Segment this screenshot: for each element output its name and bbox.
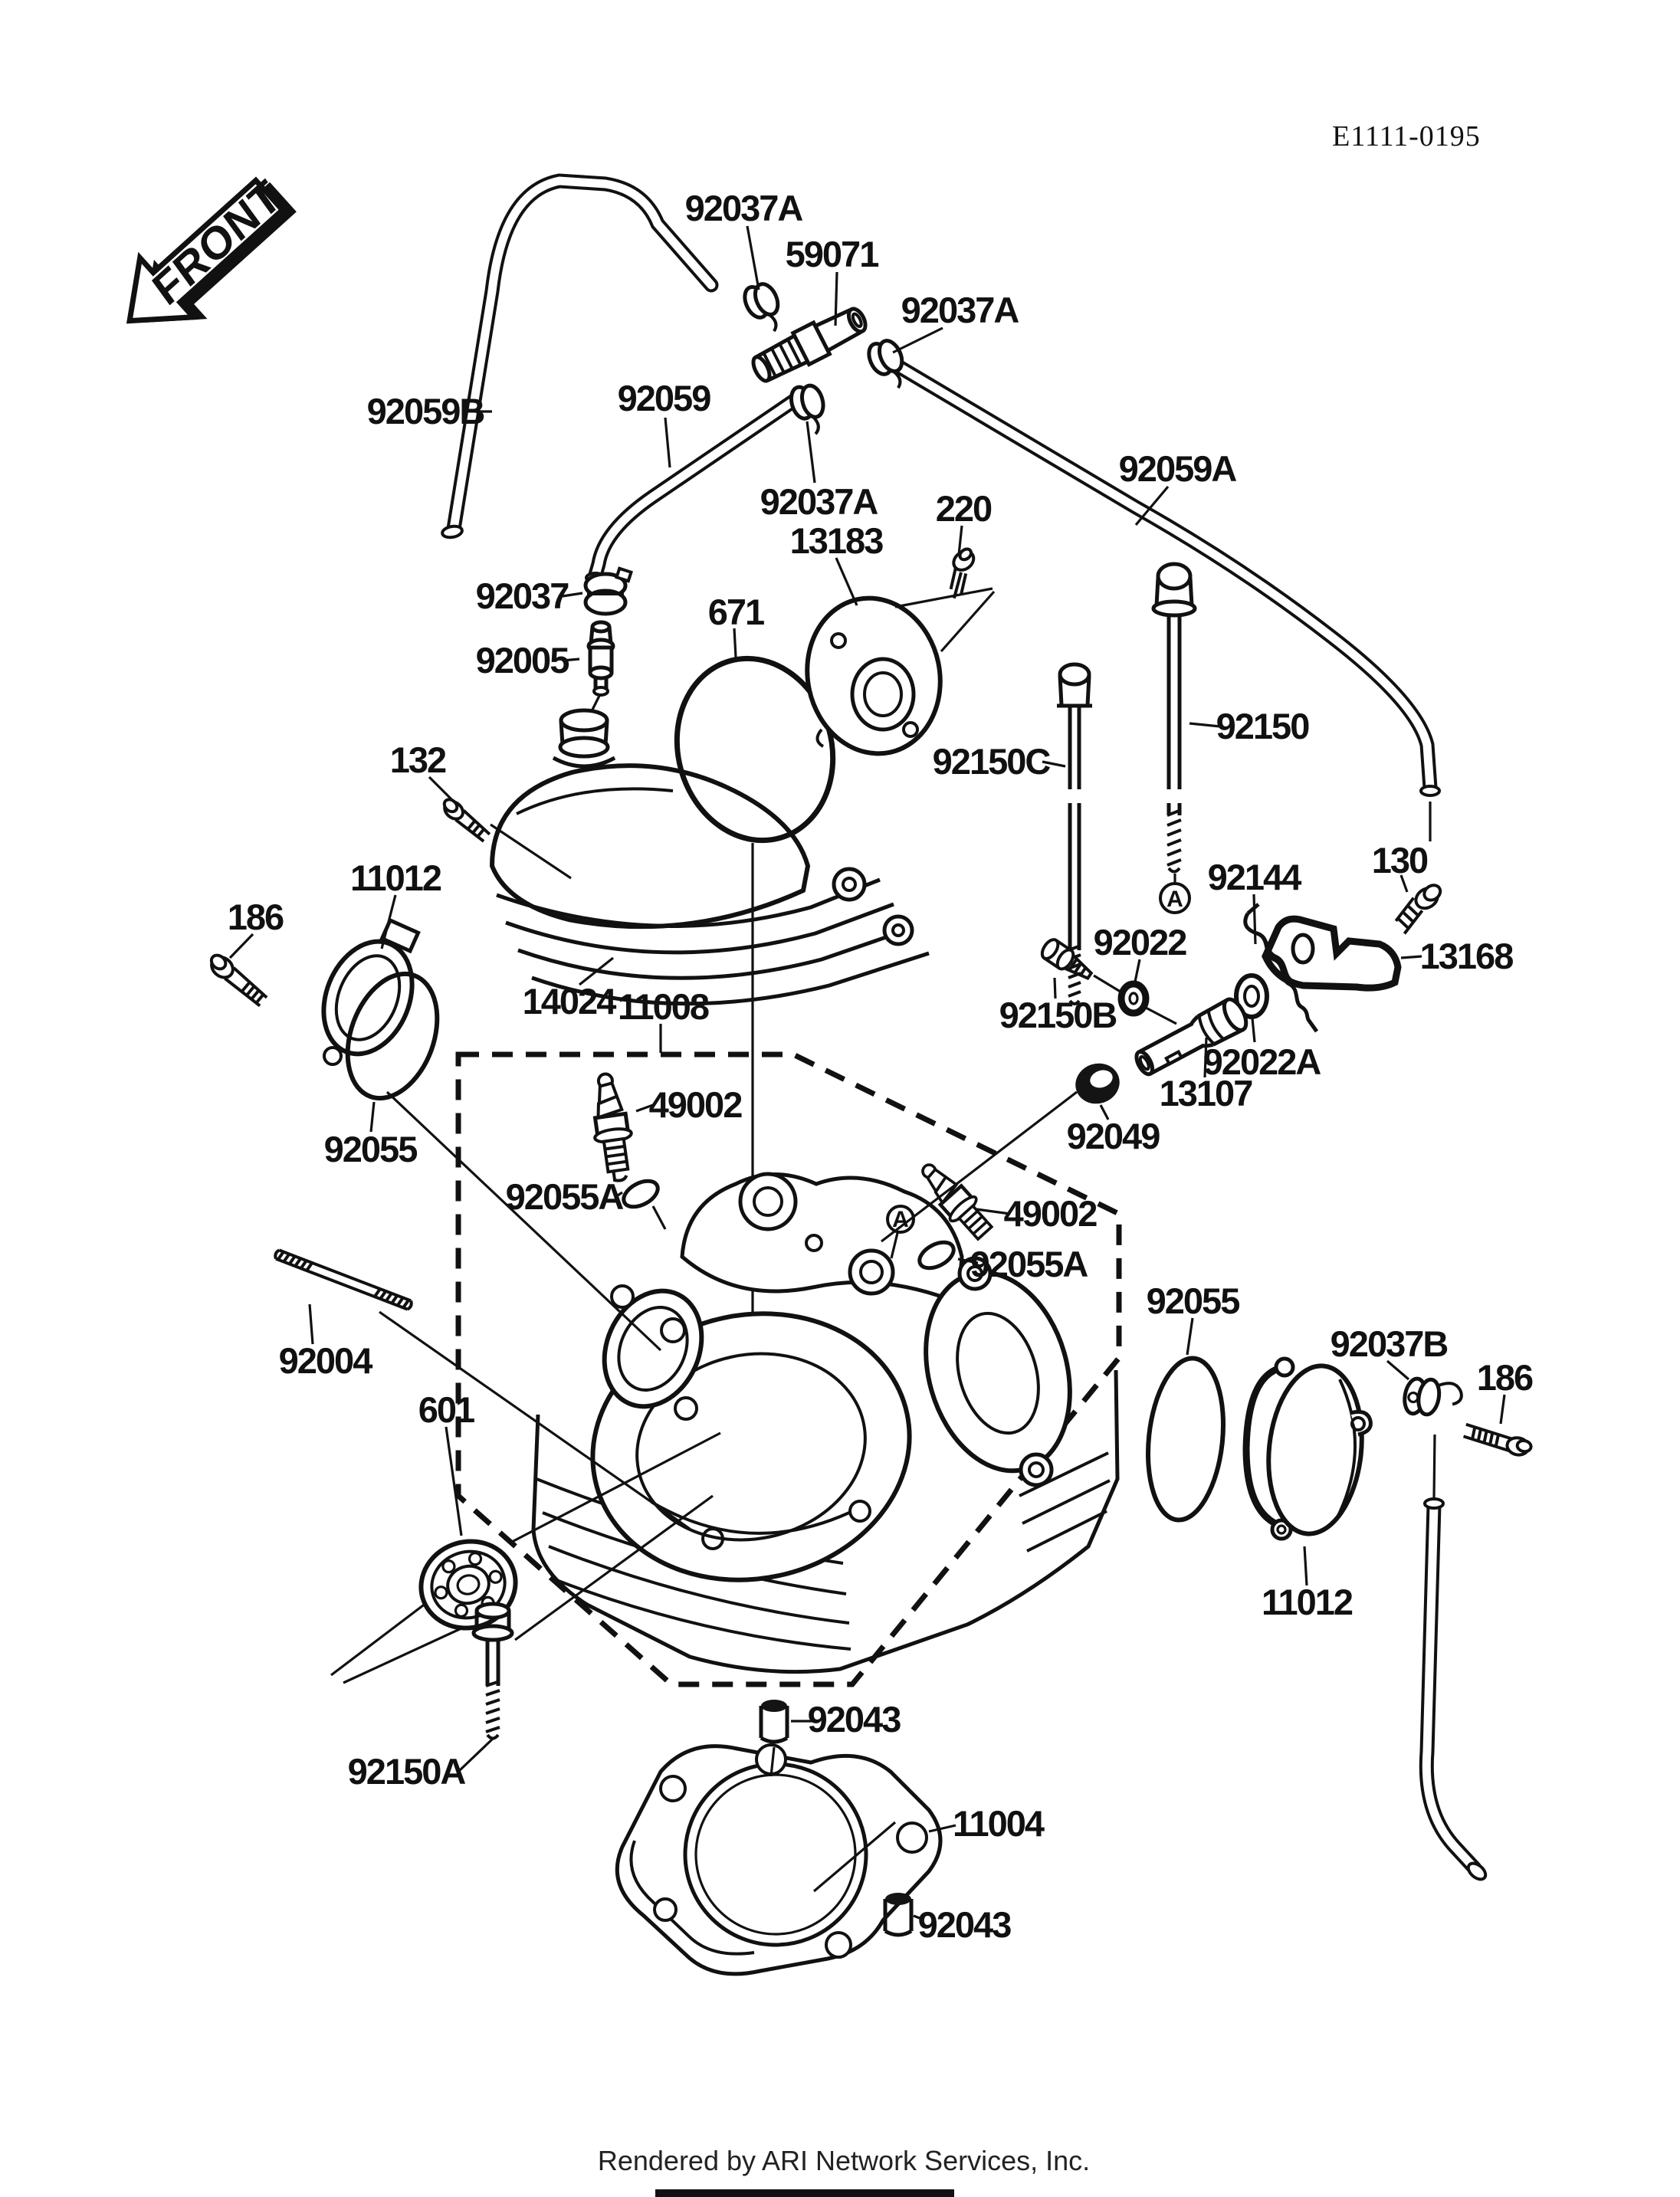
part-label-13183: 13183 <box>790 520 884 561</box>
part-label-49002-2: 49002 <box>1004 1193 1098 1234</box>
part-label-59071: 59071 <box>786 234 879 274</box>
part-label-49002-1: 49002 <box>649 1084 743 1125</box>
valve-cover-assembly <box>489 708 930 1006</box>
part-label-671: 671 <box>708 592 764 632</box>
part-label-601: 601 <box>418 1389 474 1430</box>
part-label-14024: 14024 <box>523 981 617 1021</box>
part-label-92150C: 92150C <box>933 741 1051 782</box>
part-label-11012-left: 11012 <box>350 857 441 898</box>
spark-plug-49002-1 <box>592 1072 633 1182</box>
part-label-11012-right: 11012 <box>1262 1582 1353 1622</box>
stud-92150C <box>1057 662 1092 1005</box>
part-label-92004: 92004 <box>279 1340 373 1381</box>
part-label-92150A: 92150A <box>348 1751 466 1792</box>
head-gasket-11004 <box>615 1743 943 1976</box>
part-label-92144: 92144 <box>1208 857 1302 897</box>
part-label-186-right: 186 <box>1477 1357 1533 1398</box>
washer-92022 <box>1117 980 1150 1017</box>
part-label-92037A-1: 92037A <box>685 188 803 228</box>
hose-clamp-92037A-3 <box>789 383 825 435</box>
part-label-92059A: 92059A <box>1119 448 1237 489</box>
seal-92049 <box>1075 1063 1120 1104</box>
part-label-92059: 92059 <box>618 378 711 418</box>
o-ring-92055-left <box>345 971 440 1101</box>
part-label-92043-1: 92043 <box>808 1699 901 1740</box>
hose-clamp-92037A-2 <box>867 339 904 389</box>
o-ring-92055-right <box>1145 1356 1226 1523</box>
hose-92059A-lower-segment <box>1419 1434 1488 1881</box>
breather-hose-92059B <box>441 173 719 539</box>
o-ring-92055A-2 <box>917 1240 956 1271</box>
bolt-186-right <box>1462 1422 1533 1457</box>
washer-92022A <box>1234 973 1269 1019</box>
stud-92004 <box>274 1248 413 1311</box>
bolt-92150 <box>1151 562 1197 874</box>
dowel-92043-1 <box>759 1700 789 1777</box>
cylinder-head <box>531 1172 1120 1674</box>
footer-credit: Rendered by ARI Network Services, Inc. <box>598 2145 1090 2176</box>
part-label-186-left: 186 <box>228 897 284 937</box>
bracket-13168 <box>1262 915 1402 992</box>
bolt-130 <box>1394 884 1442 935</box>
dowel-92043-2 <box>883 1893 914 1937</box>
part-label-92150: 92150 <box>1216 706 1310 746</box>
part-label-92150B: 92150B <box>999 995 1117 1035</box>
part-label-92055-right: 92055 <box>1147 1280 1240 1321</box>
clamp-92037B <box>1403 1376 1463 1417</box>
hose-clamp-92037A-1 <box>743 282 780 333</box>
marker-A-2: A <box>886 1205 915 1259</box>
part-label-92005: 92005 <box>476 640 569 680</box>
part-label-92055A-2: 92055A <box>970 1244 1088 1284</box>
shaft-13107 <box>1134 997 1249 1077</box>
part-label-13168: 13168 <box>1420 936 1514 976</box>
cap-11012-right <box>1242 1356 1373 1541</box>
part-label-92037B: 92037B <box>1331 1323 1448 1364</box>
document-code: E1111-0195 <box>1332 120 1481 152</box>
part-label-130: 130 <box>1372 840 1428 880</box>
joint-fitting-59071 <box>751 307 868 383</box>
svg-text:A: A <box>1166 887 1183 912</box>
bolt-186-left <box>209 953 268 1008</box>
part-label-92037A-3: 92037A <box>760 481 878 522</box>
hose-92059A <box>891 359 1441 841</box>
marker-A-1: A <box>1159 874 1191 914</box>
front-arrow-label: FRONT <box>144 170 290 316</box>
part-label-132: 132 <box>390 739 446 780</box>
part-label-92049: 92049 <box>1067 1116 1160 1156</box>
part-label-92037: 92037 <box>476 575 569 616</box>
fitting-92005 <box>586 620 615 715</box>
part-label-11004: 11004 <box>953 1803 1045 1844</box>
part-label-92022: 92022 <box>1094 922 1187 962</box>
part-label-220: 220 <box>936 488 992 529</box>
bolt-132 <box>442 798 491 843</box>
part-label-92055-left: 92055 <box>324 1129 418 1169</box>
part-label-92043-2: 92043 <box>918 1904 1012 1945</box>
part-label-92037A-2: 92037A <box>901 290 1019 330</box>
bolt-92150A <box>471 1602 514 1740</box>
part-label-92022A: 92022A <box>1203 1041 1321 1082</box>
part-label-92059B: 92059B <box>367 391 484 431</box>
part-label-11008: 11008 <box>618 986 709 1027</box>
front-arrow: FRONT <box>126 170 297 324</box>
part-label-13107: 13107 <box>1160 1073 1253 1113</box>
cap-plate-13183 <box>805 595 943 756</box>
bolt-92150B <box>1040 938 1094 981</box>
spark-plug-49002-2 <box>921 1163 994 1241</box>
svg-text:A: A <box>892 1207 909 1232</box>
leader-lines <box>228 225 1506 1921</box>
clamp-92037 <box>583 566 633 616</box>
part-label-92055A-1: 92055A <box>506 1176 624 1217</box>
scan-bar <box>655 2189 954 2197</box>
assembly-box-11008 <box>455 1051 1122 1687</box>
o-ring-92055A-1 <box>622 1179 660 1209</box>
bearing-601 <box>418 1539 518 1631</box>
